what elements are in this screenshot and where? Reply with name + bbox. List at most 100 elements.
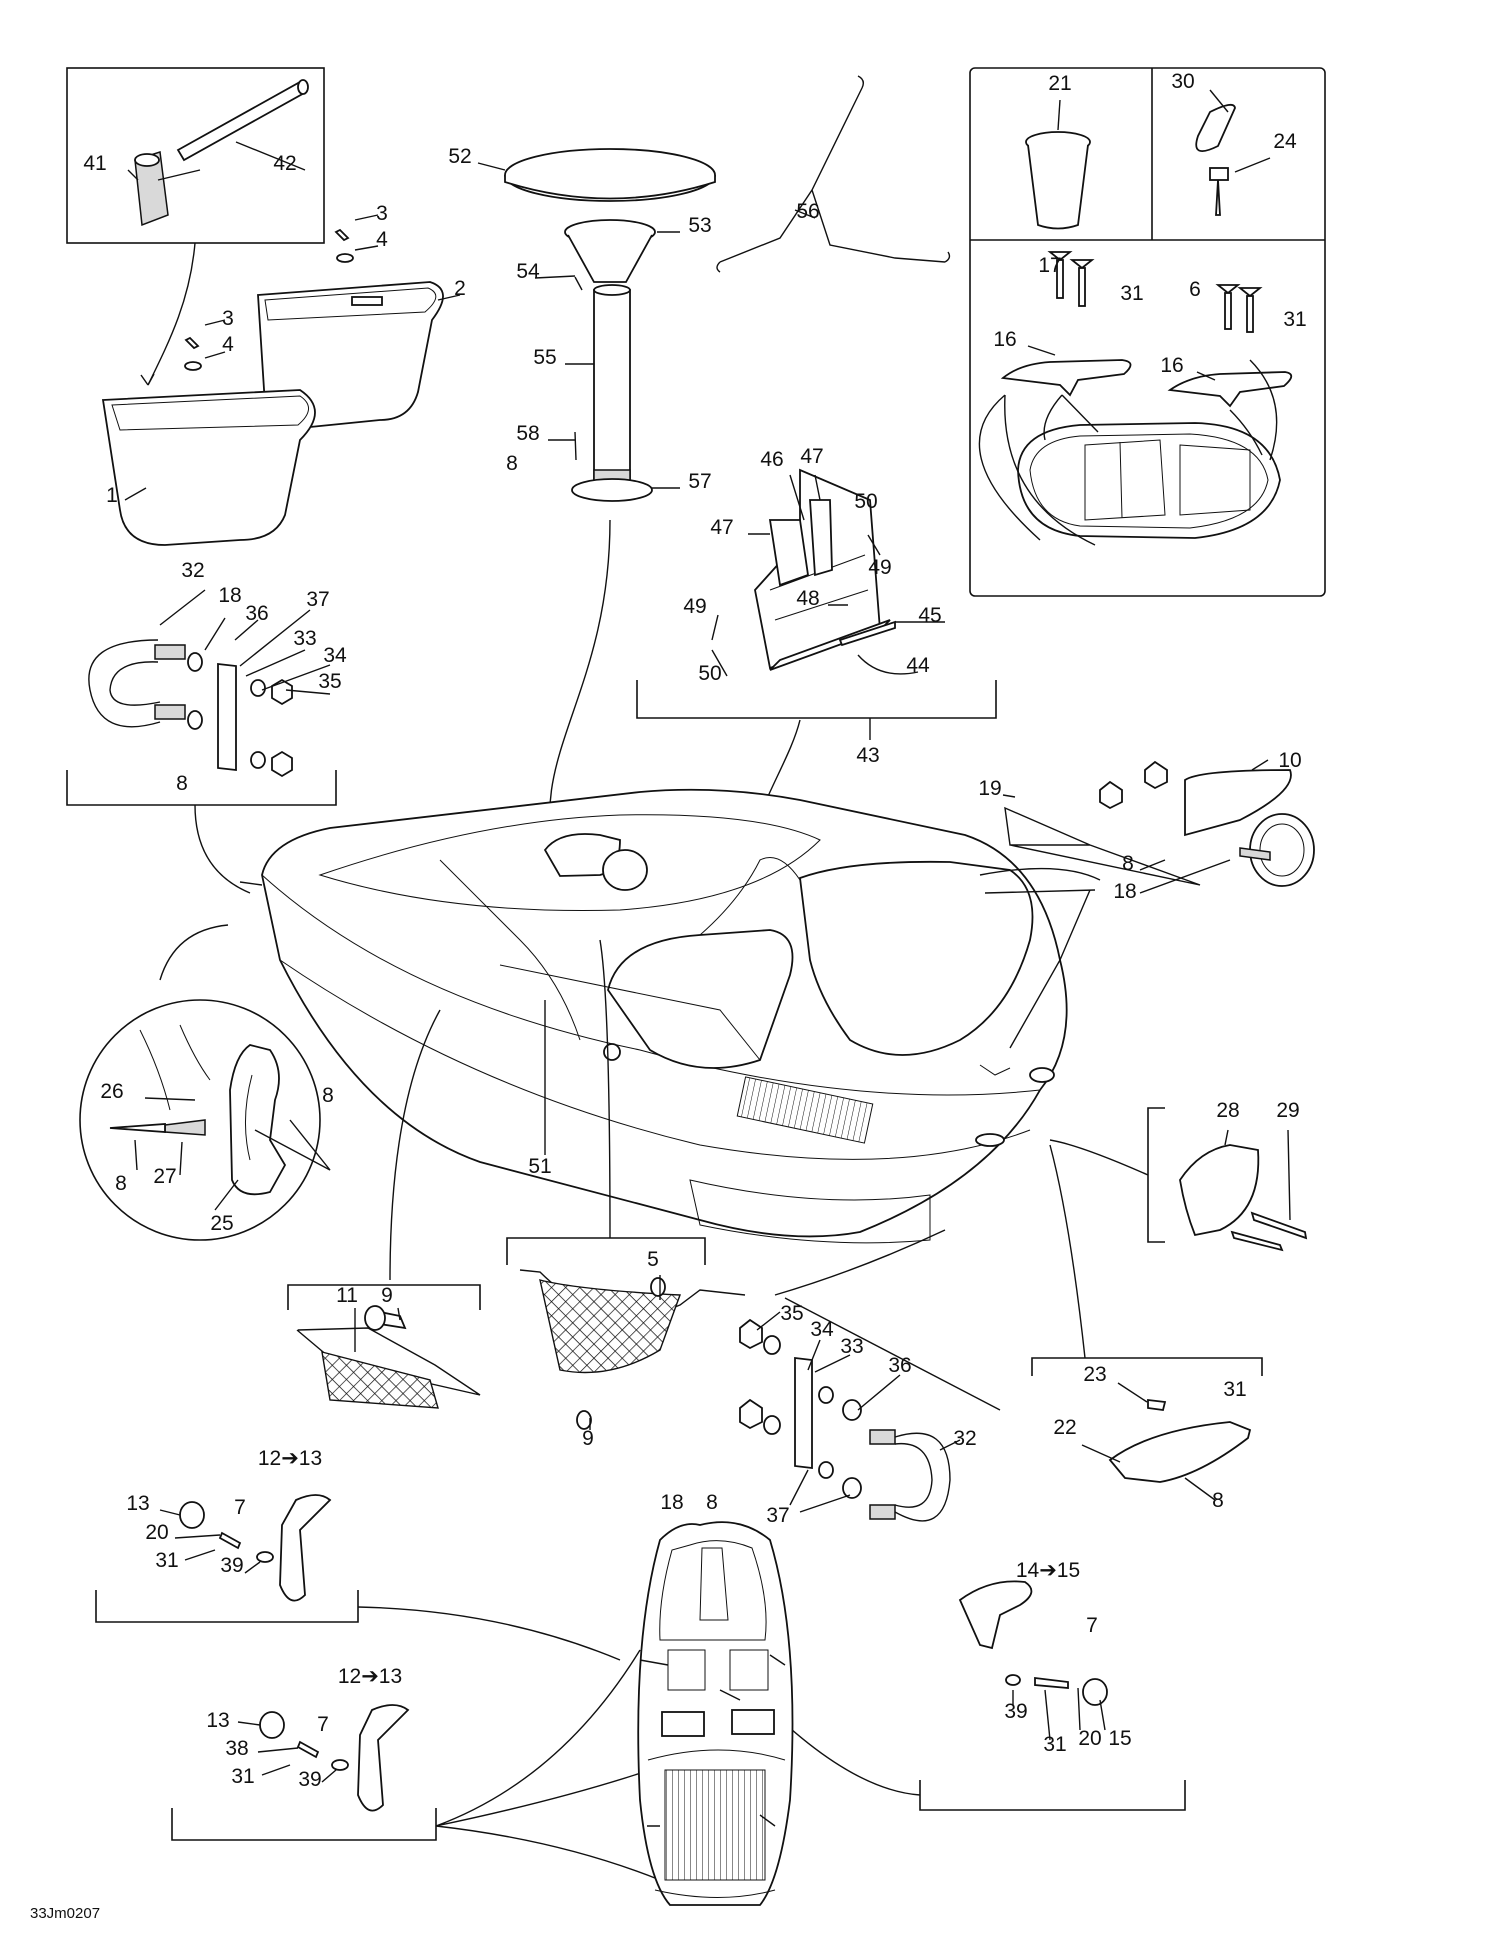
callout-c16b: 16 bbox=[1160, 354, 1183, 377]
callout-c28: 28 bbox=[1216, 1099, 1239, 1122]
tow-eye-left bbox=[66, 589, 337, 894]
callout-c37a: 37 bbox=[306, 588, 329, 611]
callout-c32b: 32 bbox=[953, 1427, 976, 1450]
boat-main-view bbox=[159, 788, 1101, 1244]
callout-c6: 6 bbox=[1189, 278, 1201, 301]
callout-c31a: 31 bbox=[1120, 282, 1143, 305]
callout-c20a: 20 bbox=[145, 1521, 168, 1544]
fender-bracket bbox=[1049, 1107, 1308, 1252]
callout-c58: 58 bbox=[516, 422, 539, 445]
callout-c20b: 20 bbox=[1078, 1727, 1101, 1750]
callout-c31b: 31 bbox=[1283, 308, 1306, 331]
callout-c36b: 36 bbox=[888, 1354, 911, 1377]
callout-c3a: 3 bbox=[376, 202, 388, 225]
callout-c7c: 7 bbox=[1086, 1614, 1098, 1637]
callout-c44: 44 bbox=[906, 654, 930, 677]
callout-c51: 51 bbox=[528, 1155, 551, 1178]
callout-c16a: 16 bbox=[993, 328, 1016, 351]
cleat-inset bbox=[969, 67, 1326, 597]
storage-bins bbox=[101, 214, 461, 546]
callout-c8e: 8 bbox=[115, 1172, 127, 1195]
callout-c30: 30 bbox=[1171, 70, 1194, 93]
callout-c34b: 34 bbox=[810, 1318, 834, 1341]
callout-c18a: 18 bbox=[218, 584, 241, 607]
callout-c41: 41 bbox=[83, 152, 106, 175]
callout-c3b: 3 bbox=[222, 307, 234, 330]
callout-c34a: 34 bbox=[323, 644, 347, 667]
callout-c56: 56 bbox=[796, 200, 819, 223]
callout-c4a: 4 bbox=[376, 228, 388, 251]
callout-c4b: 4 bbox=[222, 333, 234, 356]
callout-c31d: 31 bbox=[155, 1549, 178, 1572]
tow-eye-right bbox=[739, 1229, 1001, 1522]
callout-c54: 54 bbox=[516, 260, 540, 283]
callout-c8d: 8 bbox=[322, 1084, 334, 1107]
callout-c9b: 9 bbox=[582, 1427, 594, 1450]
callout-c8b: 8 bbox=[176, 772, 188, 795]
callout-c1: 1 bbox=[106, 484, 118, 507]
callout-c45: 45 bbox=[918, 604, 941, 627]
callout-c39b: 39 bbox=[298, 1768, 321, 1791]
callout-c13b: 13 bbox=[206, 1709, 229, 1732]
callout-c29: 29 bbox=[1276, 1099, 1299, 1122]
callout-c8g: 8 bbox=[1212, 1489, 1224, 1512]
table-assembly bbox=[477, 148, 716, 871]
callout-c49a: 49 bbox=[868, 556, 891, 579]
callout-c35a: 35 bbox=[318, 670, 341, 693]
callout-c50b: 50 bbox=[698, 662, 721, 685]
callout-c47b: 47 bbox=[710, 516, 733, 539]
arrow-callout-a14: 14➔15 bbox=[1016, 1559, 1080, 1582]
callout-c39c: 39 bbox=[1004, 1700, 1027, 1723]
callout-c52: 52 bbox=[448, 145, 471, 168]
bungee-cord bbox=[716, 75, 951, 273]
callout-c43: 43 bbox=[856, 744, 879, 767]
callout-c8c: 8 bbox=[1122, 852, 1134, 875]
callout-c50a: 50 bbox=[854, 490, 877, 513]
callout-c18c: 18 bbox=[660, 1491, 683, 1514]
storage-nets bbox=[287, 939, 746, 1430]
rub-rail-detail bbox=[79, 999, 331, 1241]
callout-c2: 2 bbox=[454, 277, 466, 300]
callout-c18b: 18 bbox=[1113, 880, 1136, 903]
tool-kit-inset bbox=[66, 67, 325, 386]
callout-c33b: 33 bbox=[840, 1335, 863, 1358]
grab-handles bbox=[95, 1494, 1186, 1881]
drawing-code: 33Jm0207 bbox=[30, 1905, 100, 1922]
callout-c8a: 8 bbox=[506, 452, 518, 475]
callout-c24: 24 bbox=[1273, 130, 1297, 153]
callout-c13a: 13 bbox=[126, 1492, 149, 1515]
callout-c27: 27 bbox=[153, 1165, 176, 1188]
callout-c33a: 33 bbox=[293, 627, 316, 650]
callout-c21: 21 bbox=[1048, 72, 1071, 95]
callout-c25: 25 bbox=[210, 1212, 233, 1235]
callout-c57: 57 bbox=[688, 470, 711, 493]
callout-c8f: 8 bbox=[706, 1491, 718, 1514]
callout-c47a: 47 bbox=[800, 445, 823, 468]
callout-c5: 5 bbox=[647, 1248, 659, 1271]
callout-c22: 22 bbox=[1053, 1416, 1076, 1439]
callout-c36a: 36 bbox=[245, 602, 268, 625]
callout-c26: 26 bbox=[100, 1080, 123, 1103]
callout-c31e: 31 bbox=[231, 1765, 254, 1788]
steering-assembly bbox=[1002, 759, 1315, 1049]
seat-frame-assembly bbox=[636, 468, 997, 861]
arrow-callout-labels: 12➔13 12➔13 14➔15 bbox=[258, 1447, 1080, 1688]
arrow-callout-a12b: 12➔13 bbox=[338, 1665, 402, 1688]
callout-c55: 55 bbox=[533, 346, 556, 369]
callout-c11: 11 bbox=[336, 1284, 358, 1307]
arrow-callout-a12a: 12➔13 bbox=[258, 1447, 322, 1470]
callout-c19: 19 bbox=[978, 777, 1001, 800]
callout-c48: 48 bbox=[796, 587, 819, 610]
callout-c38: 38 bbox=[225, 1737, 248, 1760]
boat-top-view bbox=[637, 1521, 794, 1906]
callout-c7a: 7 bbox=[234, 1496, 246, 1519]
footstep-bracket bbox=[1031, 1144, 1263, 1501]
callout-c15b: 15 bbox=[1108, 1727, 1131, 1750]
callout-c7b: 7 bbox=[317, 1713, 329, 1736]
callout-c39a: 39 bbox=[220, 1554, 243, 1577]
callout-c32a: 32 bbox=[181, 559, 204, 582]
callout-c9a: 9 bbox=[381, 1284, 393, 1307]
callout-c46: 46 bbox=[760, 448, 783, 471]
